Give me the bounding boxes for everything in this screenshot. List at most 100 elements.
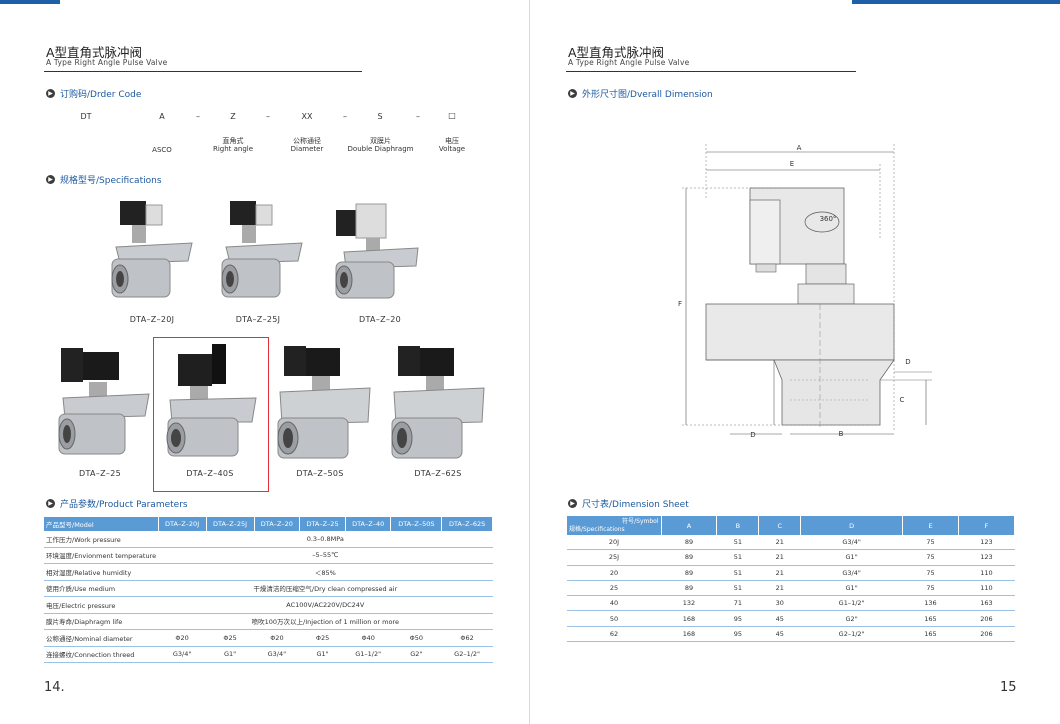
- table-cell: Φ40: [345, 629, 391, 647]
- column-header: F: [958, 516, 1016, 535]
- table-cell: 89: [661, 565, 717, 581]
- table-cell: 165: [902, 626, 959, 643]
- valve-image-25: [58, 348, 150, 455]
- play-bullet-icon: ▶: [46, 175, 55, 184]
- order-code-heading: ▶ 订购码/Drder Code: [46, 87, 141, 100]
- specifications-heading: ▶ 规格型号/Specifications: [46, 173, 162, 186]
- table-cell: 165: [902, 610, 959, 627]
- dim-label-d: D: [905, 358, 911, 366]
- page-subtitle: A Type Right Angle Pulse Valve: [46, 58, 168, 67]
- parameters-heading: ▶ 产品参数/Product Parameters: [46, 497, 188, 510]
- order-code: A: [159, 112, 165, 121]
- table-cell: G3/4": [158, 646, 207, 663]
- table-cell: 110: [958, 580, 1015, 597]
- row-value: AC100V/AC220V/DC24V: [158, 596, 493, 614]
- dimension-table: 符号/Symbol 规格/Specifications A B C D E F …: [567, 516, 1016, 643]
- order-code: DT: [80, 112, 92, 121]
- table-cell: 123: [958, 535, 1015, 551]
- order-code: □: [448, 111, 456, 120]
- column-header: DTA–Z–20: [254, 517, 301, 531]
- table-cell: Φ50: [390, 629, 442, 647]
- row-label: 膜片寿命/Diaphragm life: [44, 613, 159, 630]
- dimension-drawing: [682, 144, 932, 435]
- table-cell: G3/4": [800, 535, 903, 551]
- page-number: 15: [1000, 680, 1017, 695]
- title-rule: [566, 71, 856, 72]
- spec-cell: 40: [567, 595, 661, 612]
- order-code: XX: [301, 112, 313, 121]
- spec-cell: 62: [567, 626, 661, 643]
- page-number: 14.: [44, 680, 65, 695]
- dimension-heading: ▶ 外形尺寸图/Dverall Dimension: [568, 87, 713, 100]
- column-header: DTA–Z–25J: [206, 517, 255, 531]
- table-cell: G3/4": [800, 565, 903, 581]
- table-cell: 75: [902, 535, 959, 551]
- table-cell: 168: [661, 610, 717, 627]
- parameter-table: 产品型号/Model DTA–Z–20J DTA–Z–25J DTA–Z–20 …: [44, 517, 493, 663]
- row-label: 电压/Electric pressure: [44, 596, 159, 614]
- row-label: 相对湿度/Relative humidity: [44, 563, 159, 581]
- table-cell: G1": [800, 549, 903, 566]
- table-cell: 123: [958, 549, 1015, 566]
- model-label: DTA–Z–20: [359, 315, 401, 324]
- column-header: A: [661, 516, 718, 535]
- row-label: 工作压力/Work pressure: [44, 531, 159, 548]
- column-header: DTA–Z–25: [299, 517, 346, 531]
- model-label: DTA–Z–40S: [186, 469, 234, 478]
- top-accent-bar: [0, 0, 60, 4]
- spec-cell: 25: [567, 580, 661, 597]
- table-cell: 132: [661, 595, 717, 612]
- table-cell: 206: [958, 626, 1015, 643]
- row-label: 使用介质/Use medium: [44, 580, 159, 597]
- spec-cell: 25J: [567, 549, 661, 566]
- table-cell: 136: [902, 595, 959, 612]
- table-cell: 51: [716, 580, 759, 597]
- table-cell: 89: [661, 580, 717, 597]
- column-header: DTA–Z–50S: [390, 517, 443, 531]
- model-label: DTA–Z–50S: [296, 469, 344, 478]
- column-header: DTA–Z–40: [345, 517, 392, 531]
- table-cell: Φ20: [158, 629, 207, 647]
- table-cell: 71: [716, 595, 759, 612]
- play-bullet-icon: ▶: [568, 89, 577, 98]
- play-bullet-icon: ▶: [46, 499, 55, 508]
- table-cell: 21: [758, 580, 801, 597]
- table-cell: G3/4": [254, 646, 300, 663]
- right-page: A型直角式脉冲阀 A Type Right Angle Pulse Valve …: [530, 0, 1060, 724]
- model-label: DTA–Z–25: [79, 469, 121, 478]
- row-value: 喷吹100万次以上/Injection of 1 million or more: [158, 613, 493, 630]
- order-separator: –: [266, 112, 270, 121]
- table-cell: G2–1/2": [800, 626, 903, 643]
- corner-header: 符号/Symbol 规格/Specifications: [567, 516, 662, 535]
- valve-image-20: [335, 203, 419, 299]
- page-title: A型直角式脉冲阀: [568, 45, 665, 60]
- table-cell: 21: [758, 535, 801, 551]
- dim-label-f: F: [677, 300, 683, 308]
- table-cell: 51: [716, 549, 759, 566]
- order-code: Z: [230, 112, 236, 121]
- table-cell: 95: [716, 626, 759, 643]
- model-label: DTA–Z–25J: [235, 315, 281, 324]
- table-cell: 51: [716, 535, 759, 551]
- valve-image-50s: [277, 346, 371, 459]
- column-header: C: [758, 516, 802, 535]
- table-cell: 51: [716, 565, 759, 581]
- spec-cell: 50: [567, 610, 661, 627]
- table-cell: 30: [758, 595, 801, 612]
- table-header-row: 产品型号/Model DTA–Z–20J DTA–Z–25J DTA–Z–20 …: [44, 517, 493, 531]
- table-row: 连接螺纹/Connection threed G3/4" G1" G3/4" G…: [44, 646, 493, 663]
- table-cell: 21: [758, 565, 801, 581]
- left-page: A型直角式脉冲阀 A Type Right Angle Pulse Valve …: [0, 0, 493, 695]
- table-cell: 206: [958, 610, 1015, 627]
- row-value: –5–55℃: [158, 547, 493, 564]
- table-header-row: 符号/Symbol 规格/Specifications A B C D E F: [567, 516, 1016, 535]
- table-cell: 89: [661, 535, 717, 551]
